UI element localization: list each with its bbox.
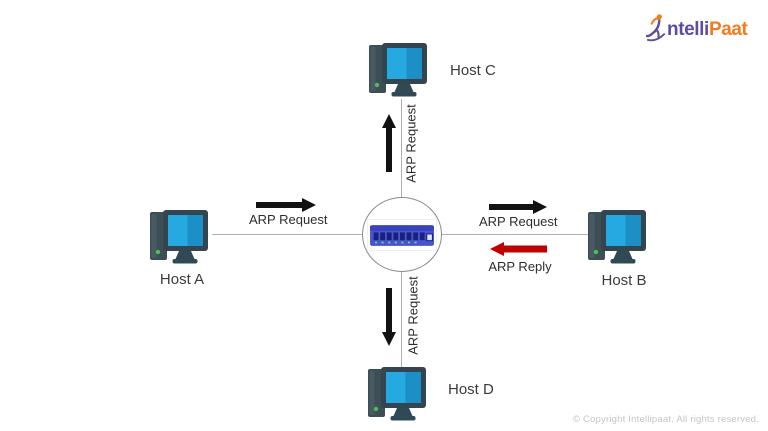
arrow-arp-request-switch-to-c [382,114,396,172]
host-b-computer-icon [588,210,646,264]
intellipaat-logo: ntelliPaat [646,13,748,42]
host-c-computer-icon [369,43,427,97]
host-b-label: Host B [601,272,647,289]
host-a-computer-icon [150,210,208,264]
arp-request-label-left: ARP Request [249,212,328,227]
logo-wordmark: ntelliPaat [667,19,748,40]
copyright-notice: © Copyright Intellipaat. All rights rese… [572,414,759,425]
link-hostC-switch [401,99,402,197]
switch-node [362,197,442,272]
arp-request-label-right: ARP Request [479,214,558,229]
host-a-label: Host A [159,271,205,288]
arp-request-label-top: ARP Request [403,104,419,183]
arrow-arp-request-switch-to-b [489,200,547,214]
host-d-label: Host D [448,381,494,398]
switch-icon-frame [367,218,437,251]
logo-text-paat: Paat [708,19,748,40]
host-d-computer-icon [368,367,426,421]
arp-request-label-bottom: ARP Request [405,276,421,355]
network-switch-icon [369,224,435,246]
host-c-label: Host C [450,62,496,79]
link-switch-hostB [442,234,593,235]
logo-text-ntelli: ntelli [667,19,709,40]
link-switch-hostD [401,272,402,367]
arrow-arp-request-switch-to-d [382,288,396,346]
arrow-arp-request-a-to-switch [256,198,316,212]
arrow-arp-reply-b-to-switch [490,242,547,256]
arp-reply-label: ARP Reply [488,259,552,274]
intellipaat-figure-icon [646,14,666,42]
link-hostA-switch [212,234,362,235]
